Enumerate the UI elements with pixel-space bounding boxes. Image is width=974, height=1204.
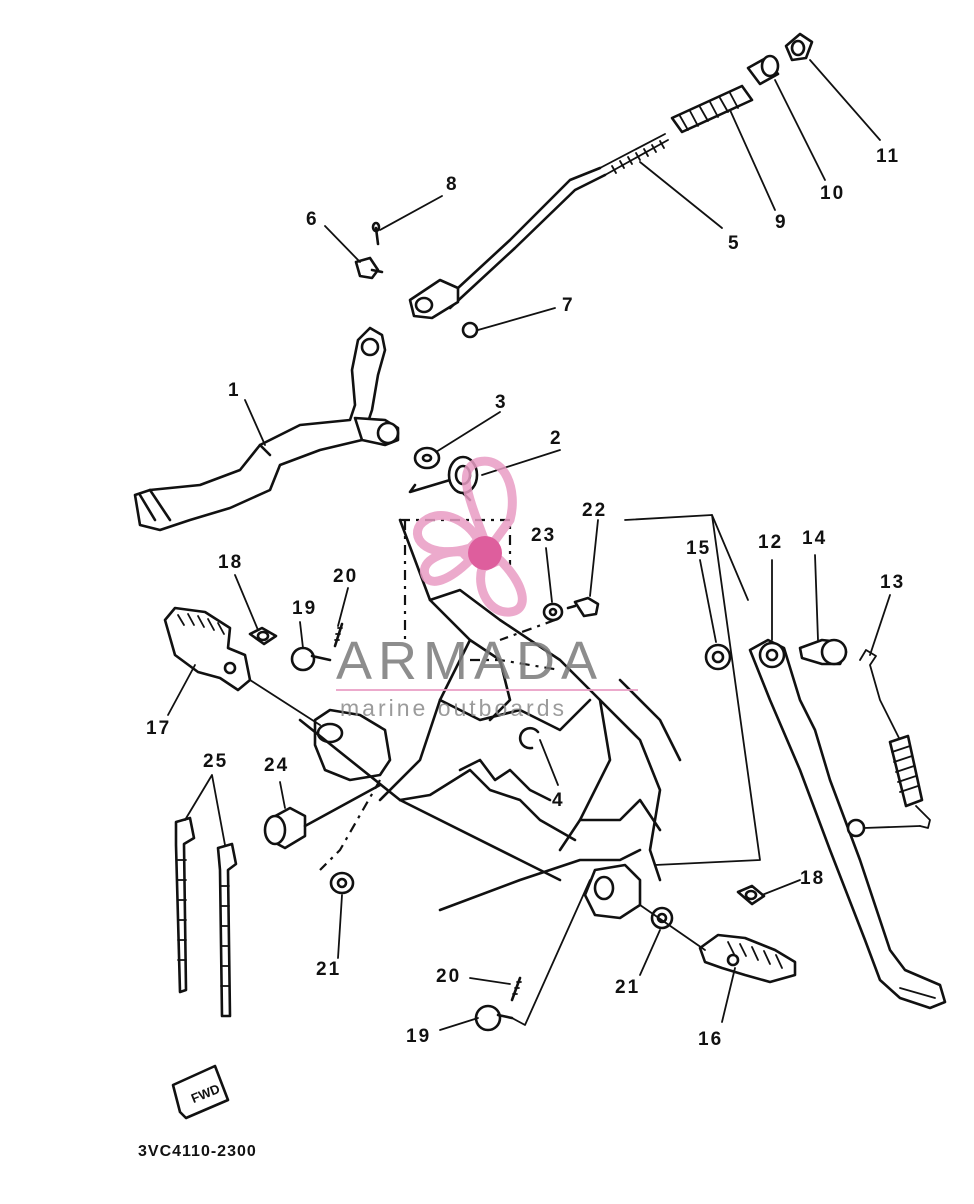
callout-20a: 20 — [333, 566, 358, 587]
callout-23: 23 — [531, 525, 556, 546]
footrest-left — [163, 606, 252, 692]
callout-5: 5 — [728, 233, 741, 254]
callout-7: 7 — [562, 295, 575, 316]
cable-tie-1 — [174, 816, 196, 994]
leader-lines — [167, 59, 891, 1031]
callout-9: 9 — [775, 212, 788, 233]
leader-footrest-right — [511, 879, 591, 1026]
sidestand-collar — [704, 643, 732, 671]
callout-4: 4 — [552, 790, 565, 811]
callout-24: 24 — [264, 755, 289, 776]
brake-pedal — [133, 326, 400, 532]
callout-6: 6 — [306, 209, 319, 230]
callout-10: 10 — [820, 183, 845, 204]
footrest-bracket-left — [313, 708, 392, 782]
callout-25: 25 — [203, 751, 228, 772]
watermark-subtitle: marine outboards — [340, 695, 567, 721]
callout-21a: 21 — [316, 959, 341, 980]
callout-21b: 21 — [615, 977, 640, 998]
washer-21-left — [329, 871, 355, 895]
brake-rod — [443, 133, 669, 310]
leader-footrest-left — [249, 679, 321, 726]
sidestand-spring — [846, 649, 931, 838]
callout-18b: 18 — [800, 868, 825, 889]
brake-rod-spring — [670, 84, 754, 134]
callout-11: 11 — [876, 146, 900, 167]
callout-1: 1 — [228, 380, 241, 401]
propeller-logo-icon — [413, 456, 527, 617]
bolt-22 — [566, 596, 600, 618]
collar-24 — [263, 783, 382, 850]
callout-22: 22 — [582, 500, 607, 521]
callout-3: 3 — [495, 392, 508, 413]
adjusting-nut — [784, 32, 814, 62]
callout-labels: 1 2 3 4 5 6 7 8 9 10 11 12 13 14 15 16 1… — [146, 146, 905, 1050]
leader-footrest-right-2 — [639, 904, 706, 951]
footrest-bracket-right — [583, 863, 642, 920]
callout-19a: 19 — [292, 598, 317, 619]
callout-8: 8 — [446, 174, 459, 195]
footrest-spring-right — [736, 884, 766, 906]
sidestand — [748, 638, 947, 1010]
fwd-arrow-icon: FWD — [171, 1064, 230, 1120]
callout-12: 12 — [758, 532, 783, 553]
brake-rod-collar — [746, 54, 780, 86]
callout-15: 15 — [686, 538, 711, 559]
cotter-pin-left — [333, 622, 344, 648]
circlip-4 — [518, 726, 540, 750]
watermark-title: ARMADA — [336, 631, 603, 691]
sidestand-bolt — [798, 638, 848, 666]
pedal-bolt — [354, 256, 384, 280]
cotter-pin-right — [510, 976, 522, 1002]
cable-tie-2 — [216, 842, 238, 1018]
brake-rod-joint — [408, 278, 460, 320]
footrest-pin-right — [474, 1004, 514, 1032]
cotter-pin — [371, 221, 381, 246]
callout-2: 2 — [550, 428, 563, 449]
callout-18a: 18 — [218, 552, 243, 573]
callout-17: 17 — [146, 718, 171, 739]
footrest-pin-left — [290, 646, 332, 672]
nut-23 — [542, 602, 564, 622]
watermark: ARMADA marine outboards — [336, 456, 638, 721]
callout-19b: 19 — [406, 1026, 431, 1047]
washer-3 — [413, 446, 441, 470]
callout-20b: 20 — [436, 966, 461, 987]
pedal-nut — [461, 321, 479, 339]
diagram-code: 3VC4110-2300 — [138, 1143, 257, 1160]
callout-14: 14 — [802, 528, 827, 549]
callout-16: 16 — [698, 1029, 723, 1050]
footrest-right — [698, 933, 797, 984]
footrest-spring-left — [248, 626, 278, 646]
sidestand-bracket-outline — [624, 514, 761, 866]
callout-13: 13 — [880, 572, 905, 593]
